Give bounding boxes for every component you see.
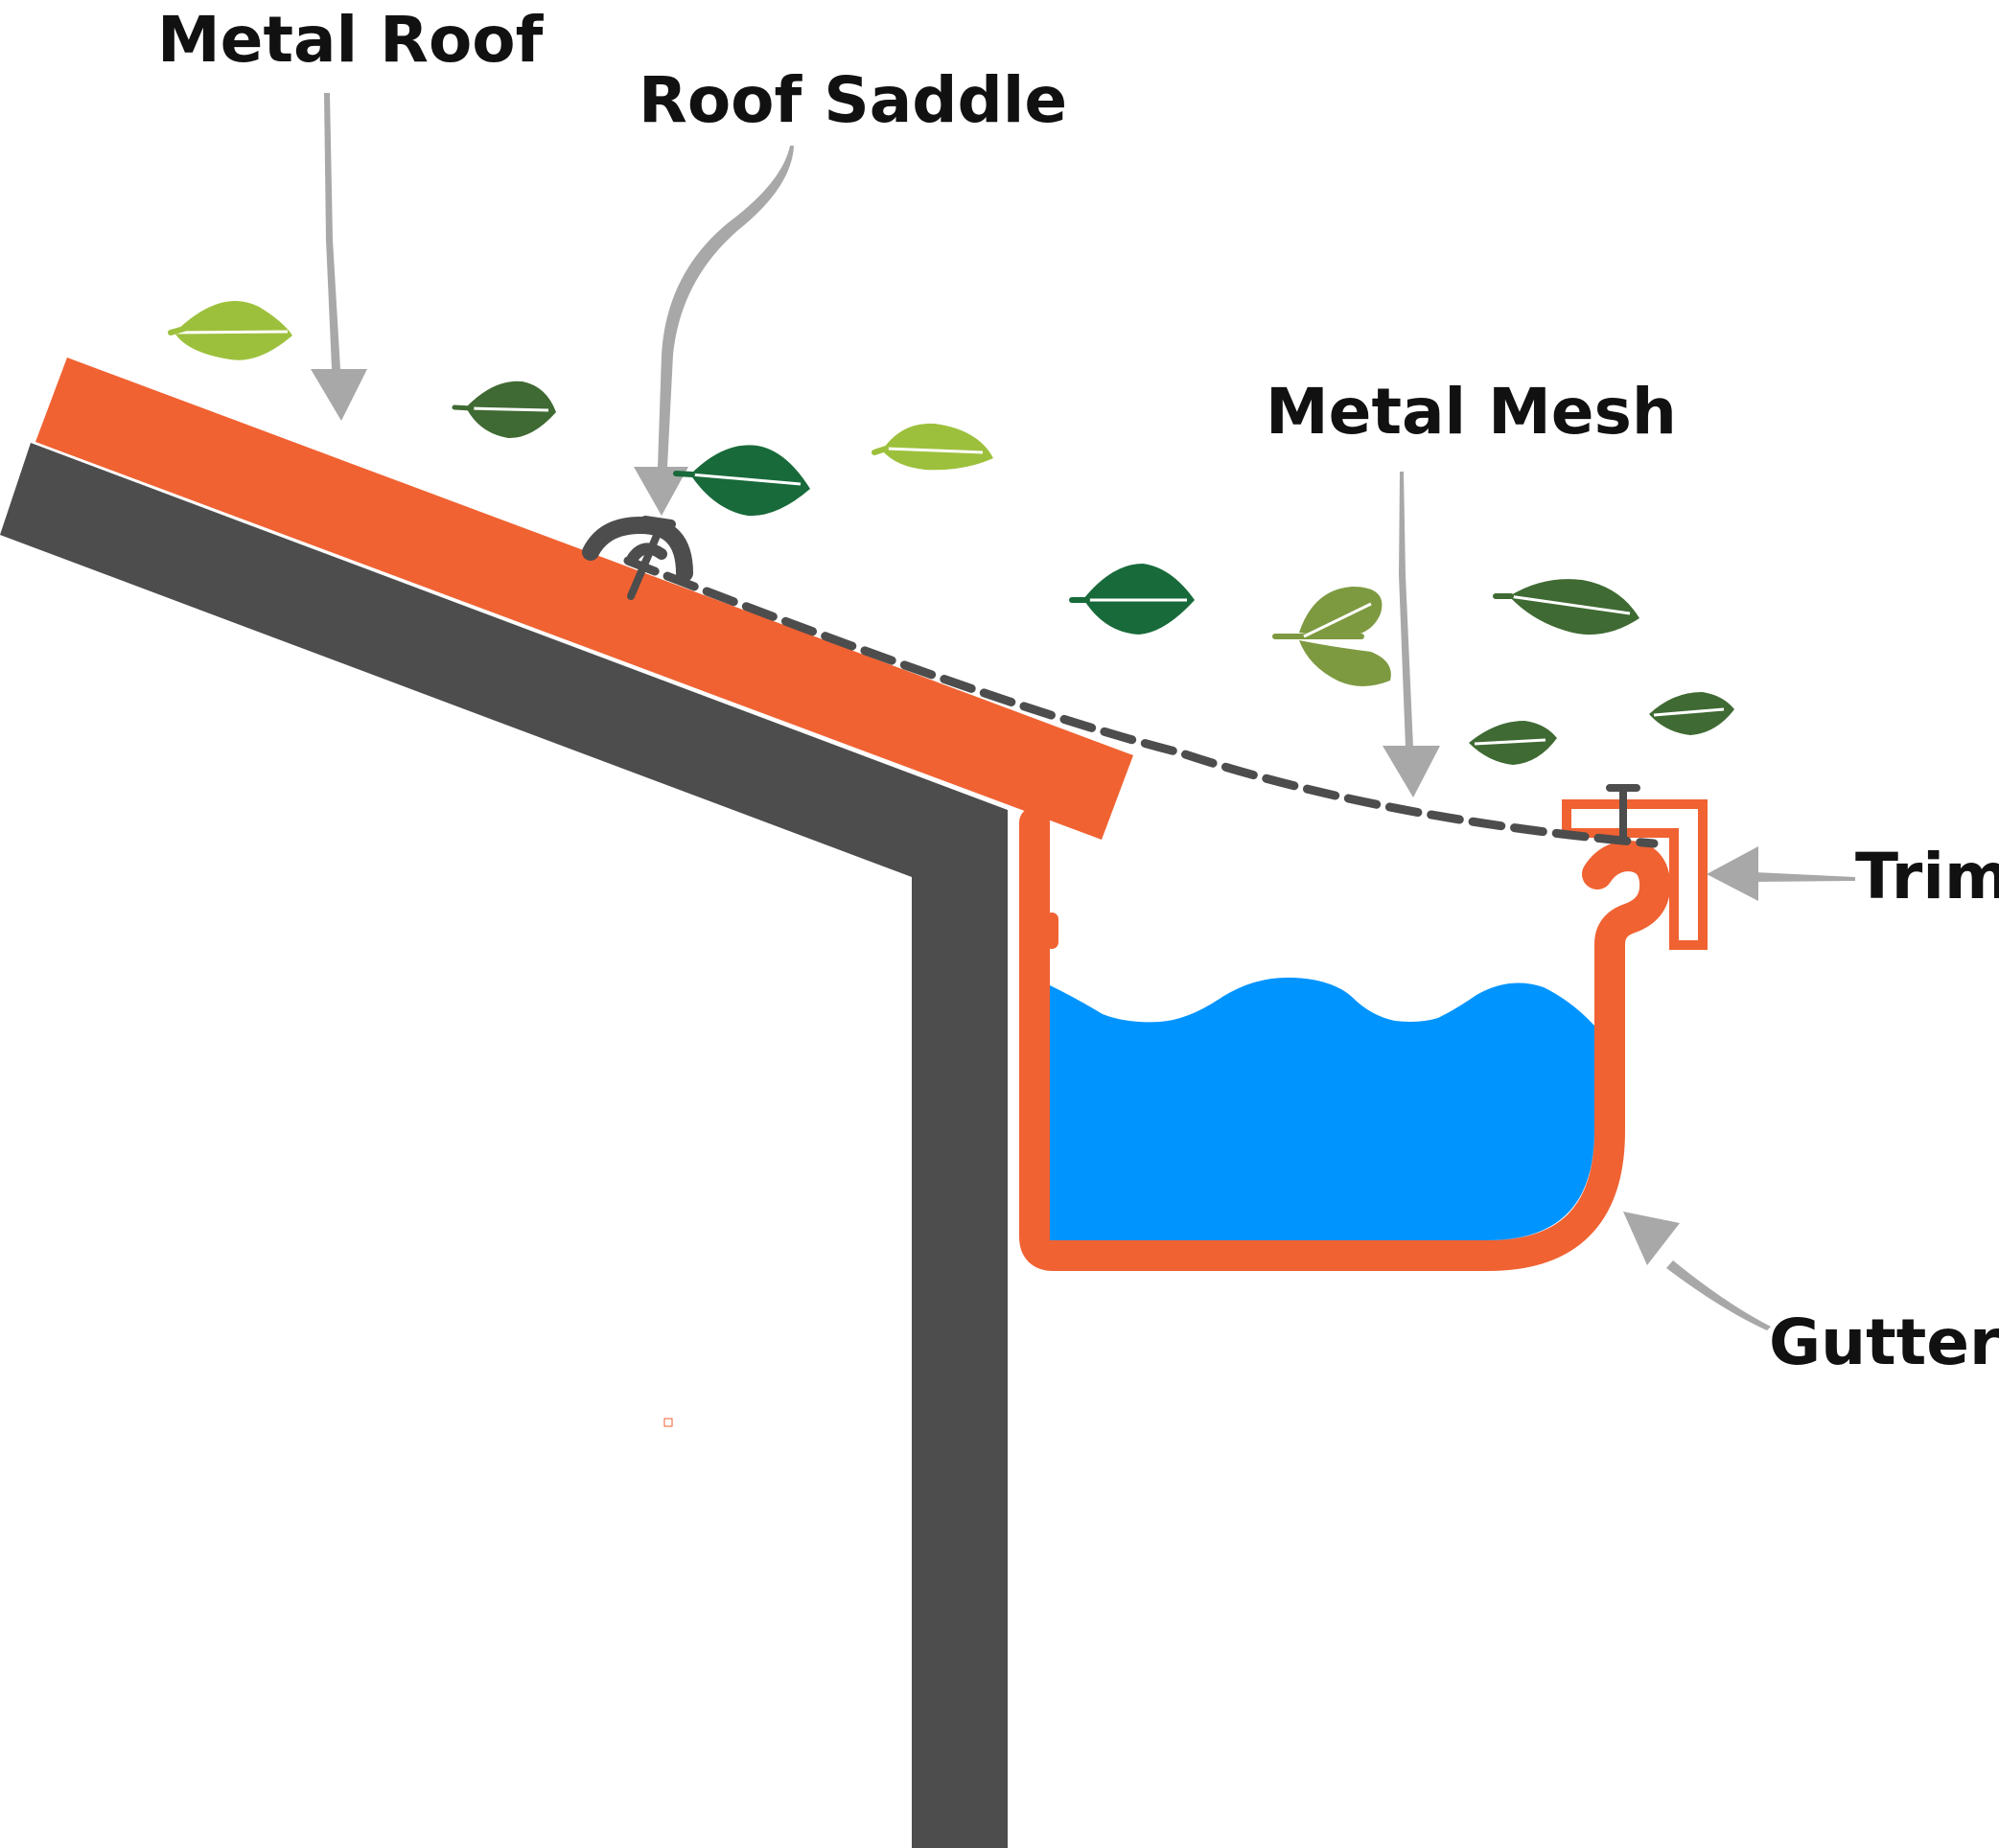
label-metal-mesh: Metal Mesh [1266, 375, 1677, 449]
leaf-icon [452, 381, 556, 439]
roof-saddle-icon [582, 516, 693, 600]
leaf-icon [872, 423, 993, 471]
arrow-trim [1707, 846, 1855, 901]
metal-roof-panel [35, 358, 1133, 840]
leaf-icon [1272, 587, 1391, 686]
metal-mesh [623, 556, 1659, 848]
trim-clip-icon [1606, 784, 1640, 843]
arrow-gutter [1623, 1212, 1771, 1330]
arrow-metal-roof [311, 93, 367, 421]
label-roof-saddle: Roof Saddle [639, 63, 1067, 137]
label-metal-roof: Metal Roof [157, 3, 545, 77]
leaf-icon [673, 445, 810, 517]
gutter-bead-top [1045, 912, 1058, 949]
leaf-icon [168, 301, 292, 360]
gutter-water [1050, 977, 1594, 1240]
gutter-body [1019, 807, 1671, 1271]
leaf-icon [1469, 721, 1557, 765]
arrow-roof-saddle [634, 146, 794, 516]
leaf-icon [1649, 692, 1734, 735]
label-gutter: Gutter [1769, 1305, 1999, 1379]
leaf-icon [1069, 564, 1195, 635]
arrow-metal-mesh [1383, 472, 1440, 797]
house-wall [0, 443, 1008, 1848]
leaf-icon [1493, 579, 1639, 635]
label-trim: Trim [1855, 840, 1999, 913]
marker-dot [663, 1418, 673, 1427]
